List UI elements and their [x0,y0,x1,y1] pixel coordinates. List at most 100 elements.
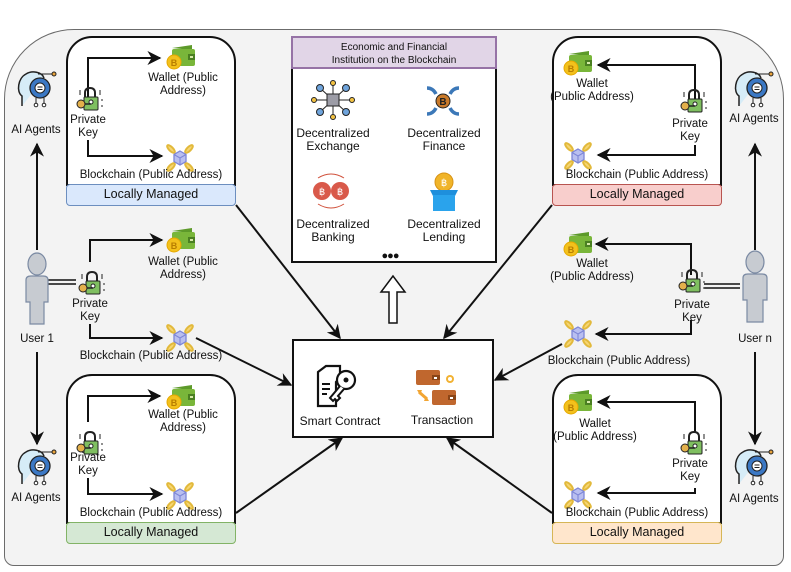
arrow-un-blockchain-to-center [493,343,563,381]
wallet-icon: B [563,232,592,257]
blockchain-icon [166,144,194,172]
finance-title-line2: Institution on the Blockchain [331,55,457,66]
ai-agents-label-tr: AI Agents [729,113,779,125]
arrow-br-to-center [445,437,553,514]
svg-text:฿: ฿ [337,187,343,198]
wallet-icon: B [563,390,592,415]
arrow-tl-to-center [235,204,341,340]
blockchain-label-br: Blockchain (Public Address) [565,507,709,519]
smart-contract-icon [316,364,357,408]
arrow-br-key-wallet [596,395,696,432]
bitcoin-box-icon: ฿ [430,172,458,211]
arrow-tl-key-blockchain [87,140,164,163]
svg-text:B: B [171,58,178,68]
ai-agents-label-tl: AI Agents [11,124,61,136]
blockchain-label-bl: Blockchain (Public Address) [79,507,223,519]
finance-institution-box: Economic and Financial Institution on th… [291,36,497,263]
finance-box-header: Economic and Financial Institution on th… [291,36,497,69]
svg-text:฿: ฿ [319,187,325,198]
bitcoin-exchange-icon: ฿ ฿ [313,173,349,209]
svg-text:B: B [568,245,575,255]
arrow-u1-blockchain-to-center [195,337,293,386]
arrow-br-key-blockchain [596,486,696,500]
blockchain-icon [166,324,194,352]
hollow-up-arrow [379,274,407,324]
blockchain-label-u1: Blockchain (Public Address) [79,350,223,362]
svg-text:B: B [439,97,446,108]
ai-agent-icon [734,449,774,486]
smart-contract-label: Smart Contract [299,414,381,428]
more-indicator: ●●● [381,250,400,262]
ai-agents-label-br: AI Agents [729,493,779,505]
arrow-bl-key-wallet [87,389,162,422]
locally-managed-top-right: Locally Managed [552,184,722,206]
blockchain-icon [564,320,592,348]
finance-title-line1: Economic and Financial [340,42,448,53]
blockchain-icon [564,481,592,509]
arrow-tr-key-wallet [596,58,696,100]
bitcoin-arrows-icon: B [426,86,460,116]
arrow-bl-key-blockchain [87,478,164,501]
locally-managed-bottom-right: Locally Managed [552,522,722,544]
ai-agent-icon [734,71,774,108]
wallet-icon: B [563,51,592,76]
user-icon [25,252,49,325]
arrow-u1-key-wallet [89,233,164,262]
private-key-lock-icon [680,88,707,113]
private-key-lock-icon [76,86,103,111]
ai-agent-icon [17,71,57,108]
arrow-bl-to-center [235,437,344,514]
wallet-label-tr: Wallet(Public Address) [550,78,634,103]
arrow-u1-key-blockchain [89,324,164,345]
svg-text:B: B [171,398,178,408]
network-cube-icon [311,80,355,120]
transaction-wallets-icon [416,370,456,405]
wallet-icon: B [166,228,195,253]
svg-text:B: B [171,241,178,251]
user1-label: User 1 [20,333,54,345]
wallet-label-un: Wallet(Public Address) [550,258,634,283]
arrow-un-key-wallet [594,237,692,275]
user-icon [742,250,768,323]
locally-managed-top-left: Locally Managed [66,184,236,206]
arrow-tr-to-center [443,204,553,340]
blockchain-icon [166,482,194,510]
wallet-label-br: Wallet(Public Address) [553,418,637,443]
wallet-icon: B [166,45,195,70]
transaction-label: Transaction [410,413,474,427]
blockchain-label-tr: Blockchain (Public Address) [565,169,709,181]
private-key-lock-icon [678,268,705,293]
svg-text:B: B [568,64,575,74]
arrow-un-key-blockchain [594,320,692,341]
blockchain-label-tl: Blockchain (Public Address) [79,169,223,181]
arrow-tl-key-wallet [87,51,162,110]
blockchain-label-un: Blockchain (Public Address) [547,355,691,367]
ai-agent-icon [17,449,57,486]
wallet-icon: B [166,385,195,410]
svg-text:฿: ฿ [441,178,447,189]
blockchain-icon [564,142,592,170]
usern-label: User n [738,333,772,345]
ai-agents-label-bl: AI Agents [11,492,61,504]
private-key-lock-icon [78,270,105,295]
locally-managed-bottom-left: Locally Managed [66,522,236,544]
smart-contract-transaction-box [292,339,494,438]
svg-text:B: B [568,403,575,413]
arrow-tr-key-blockchain [596,145,696,162]
private-key-lock-icon [76,430,103,455]
